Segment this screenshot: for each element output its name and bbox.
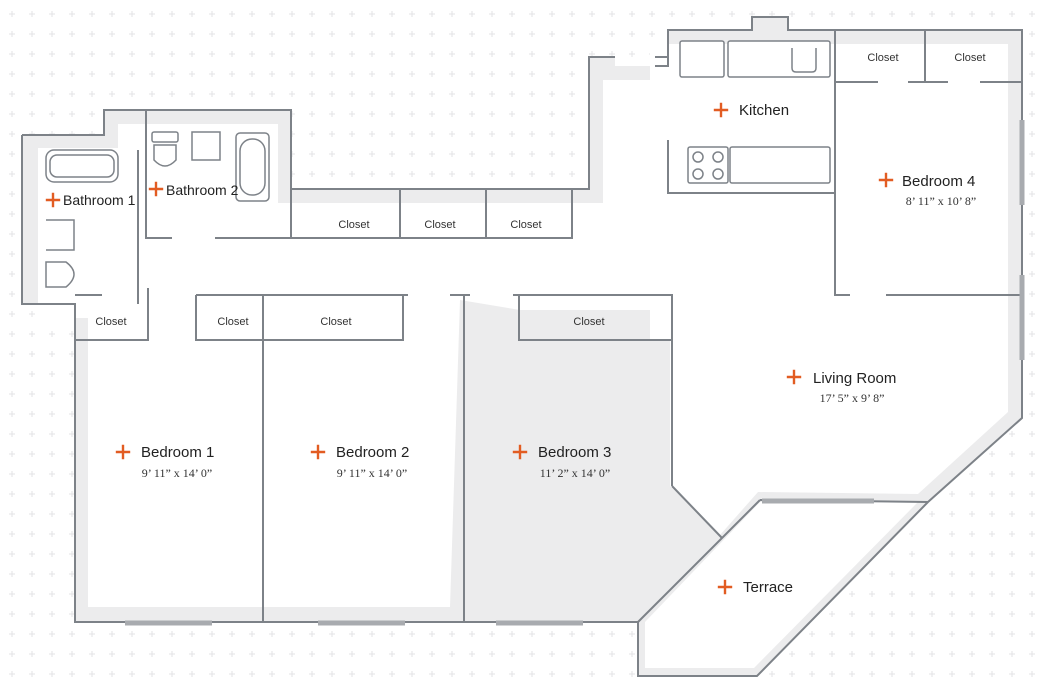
closet-label: Closet xyxy=(424,219,455,231)
plus-icon[interactable] xyxy=(115,444,131,460)
room-bedroom-1[interactable]: Bedroom 1 9’ 11” x 14’ 0” xyxy=(115,444,214,480)
room-bathroom-2[interactable]: Bathroom 2 xyxy=(148,181,239,198)
closet-label: Closet xyxy=(510,219,541,231)
room-name: Bedroom 3 xyxy=(538,444,611,461)
plus-icon[interactable] xyxy=(310,444,326,460)
closet-label: Closet xyxy=(338,219,369,231)
room-bedroom-4[interactable]: Bedroom 4 8’ 11” x 10’ 8” xyxy=(878,172,976,208)
room-name: Bedroom 2 xyxy=(336,444,409,461)
plus-icon[interactable] xyxy=(717,579,733,595)
fixtures xyxy=(45,40,831,288)
room-bathroom-1[interactable]: Bathroom 1 xyxy=(45,192,136,208)
room-dimensions: 9’ 11” x 14’ 0” xyxy=(142,466,212,480)
room-dimensions: 8’ 11” x 10’ 8” xyxy=(906,194,976,208)
plus-icon[interactable] xyxy=(713,102,729,118)
walls xyxy=(21,16,1023,677)
room-name: Bathroom 1 xyxy=(63,192,136,208)
closet-label: Closet xyxy=(867,52,898,64)
room-dimensions: 11’ 2” x 14’ 0” xyxy=(540,466,610,480)
closet-label: Closet xyxy=(573,316,604,328)
closet-label: Closet xyxy=(954,52,985,64)
plus-icon[interactable] xyxy=(786,369,802,385)
room-name: Bedroom 1 xyxy=(141,444,214,461)
room-name: Terrace xyxy=(743,579,793,596)
room-name: Bedroom 4 xyxy=(902,173,975,190)
room-dimensions: 17’ 5” x 9’ 8” xyxy=(820,391,885,405)
room-bedroom-3[interactable]: Bedroom 3 11’ 2” x 14’ 0” xyxy=(512,444,611,480)
closet-label: Closet xyxy=(95,316,126,328)
floor-fills xyxy=(22,17,1022,676)
plus-icon[interactable] xyxy=(148,181,164,197)
room-bedroom-2[interactable]: Bedroom 2 9’ 11” x 14’ 0” xyxy=(310,444,409,480)
plus-icon[interactable] xyxy=(45,192,61,208)
room-dimensions: 9’ 11” x 14’ 0” xyxy=(337,466,407,480)
room-name: Living Room xyxy=(813,370,896,387)
closet-labels: Closet Closet Closet Closet Closet Close… xyxy=(95,52,985,328)
room-terrace[interactable]: Terrace xyxy=(717,579,793,596)
windows xyxy=(125,120,1025,626)
plus-icon[interactable] xyxy=(512,444,528,460)
room-living-room[interactable]: Living Room 17’ 5” x 9’ 8” xyxy=(786,369,896,405)
closet-label: Closet xyxy=(217,316,248,328)
room-name: Kitchen xyxy=(739,102,789,119)
room-name: Bathroom 2 xyxy=(166,182,239,198)
room-kitchen[interactable]: Kitchen xyxy=(713,102,789,119)
closet-label: Closet xyxy=(320,316,351,328)
plus-icon[interactable] xyxy=(878,172,894,188)
